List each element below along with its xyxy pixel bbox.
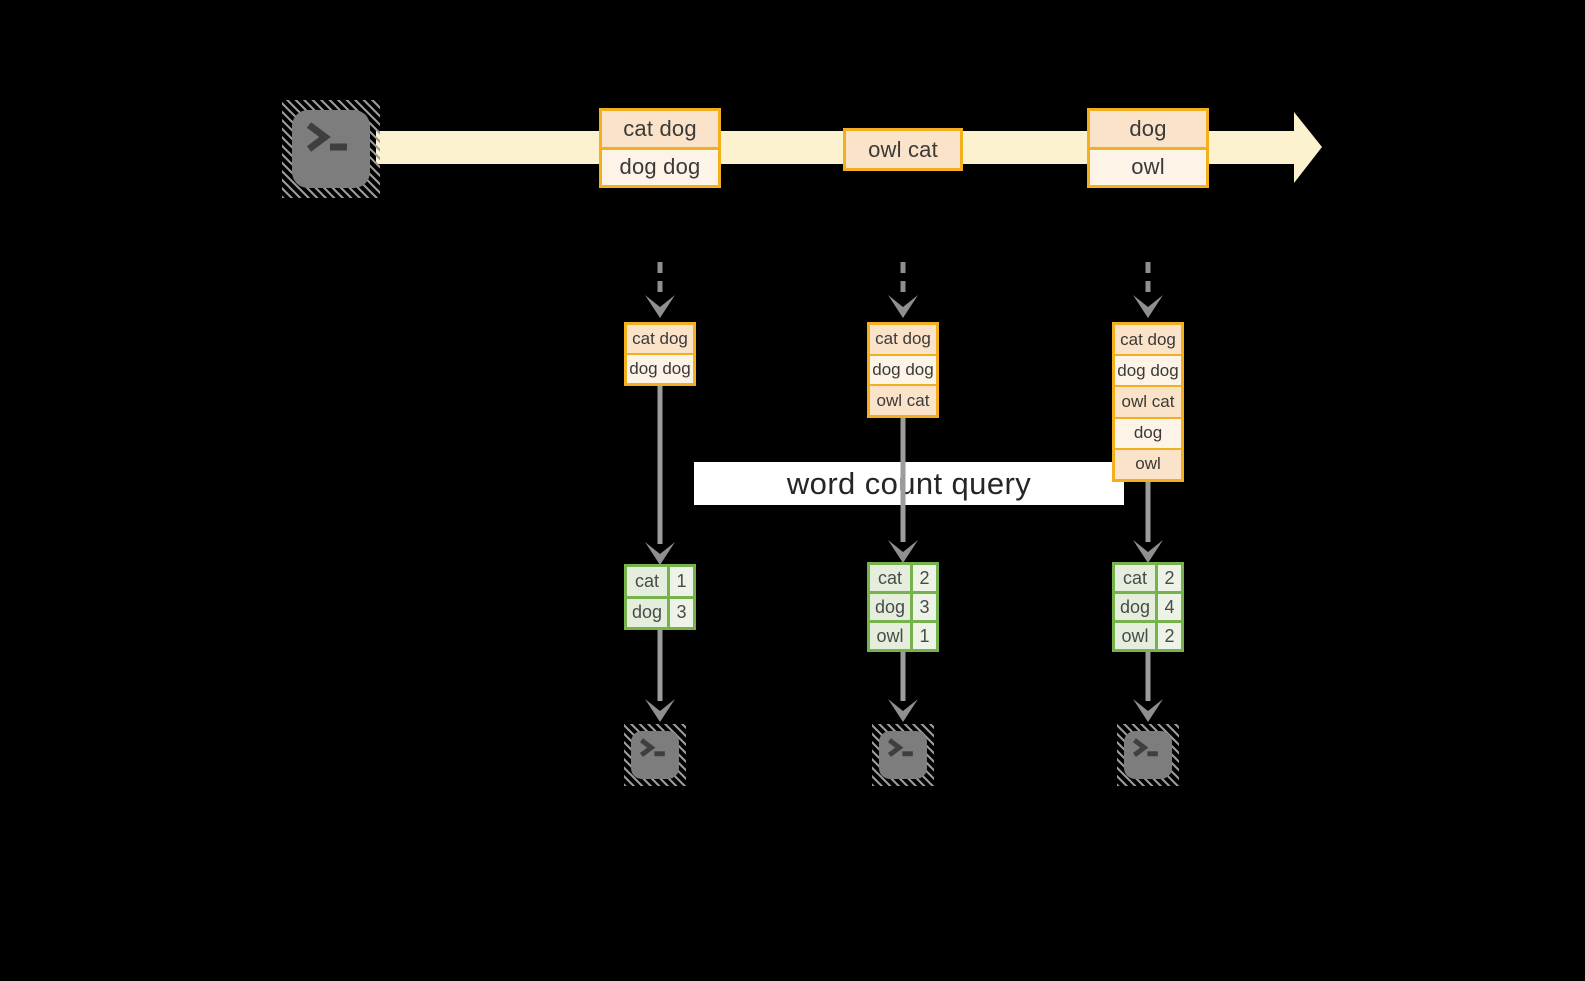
micro-batch-cell: cat dog — [627, 325, 693, 353]
micro-batch-box-3: cat dog dog dog owl cat dog owl — [1112, 322, 1184, 482]
result-count-cell: 2 — [1155, 623, 1181, 649]
stream-message-cell: dog — [1090, 111, 1206, 147]
result-to-sink-arrowhead-icon-2 — [888, 699, 918, 722]
batch-to-result-arrowhead-icon-1 — [645, 542, 675, 565]
batch-to-result-arrowhead-icon-3 — [1133, 540, 1163, 563]
micro-batch-cell: owl — [1115, 447, 1181, 480]
terminal-source-icon — [282, 100, 380, 198]
micro-batch-cell: dog dog — [1115, 354, 1181, 386]
result-word-cell: dog — [870, 594, 910, 620]
table-row: cat 2 — [1115, 565, 1181, 591]
micro-batch-cell: dog dog — [870, 353, 936, 385]
result-count-cell: 1 — [910, 623, 936, 649]
result-count-cell: 2 — [1155, 565, 1181, 591]
result-word-cell: dog — [1115, 594, 1155, 620]
terminal-prompt-icon — [1132, 738, 1158, 757]
stream-message-cell: owl — [1090, 146, 1206, 185]
terminal-sink-icon-2 — [872, 724, 934, 786]
result-word-cell: owl — [1115, 623, 1155, 649]
terminal-prompt-icon — [306, 122, 347, 152]
result-table-3: cat 2 dog 4 owl 2 — [1112, 562, 1184, 652]
query-banner: word count query — [694, 462, 1124, 505]
trigger-arrowhead-icon-3 — [1133, 295, 1163, 318]
result-count-cell: 2 — [910, 565, 936, 591]
terminal-prompt-icon — [887, 738, 913, 757]
terminal-sink-icon-body — [1124, 731, 1172, 779]
result-to-sink-arrowhead-icon-3 — [1133, 699, 1163, 722]
result-word-cell: owl — [870, 623, 910, 649]
result-count-cell: 3 — [910, 594, 936, 620]
micro-batch-cell: owl cat — [870, 384, 936, 416]
stream-message-cell: cat dog — [602, 111, 718, 147]
stream-message-box-2: owl cat — [843, 128, 963, 171]
micro-batch-cell: dog — [1115, 416, 1181, 448]
trigger-arrowhead-icon-2 — [888, 295, 918, 318]
table-row: owl 1 — [870, 620, 936, 649]
table-row: cat 1 — [627, 567, 693, 596]
micro-batch-cell: cat dog — [1115, 325, 1181, 355]
terminal-sink-icon-body — [631, 731, 679, 779]
query-banner-label: word count query — [786, 465, 1032, 501]
stream-message-cell: owl cat — [846, 131, 960, 168]
terminal-sink-icon-body — [879, 731, 927, 779]
table-row: owl 2 — [1115, 620, 1181, 649]
micro-batch-cell: dog dog — [627, 353, 693, 383]
stream-message-box-3: dog owl — [1087, 108, 1209, 188]
stream-band-arrowhead-icon — [1294, 112, 1322, 183]
result-count-cell: 4 — [1155, 594, 1181, 620]
terminal-source-icon-body — [292, 110, 370, 188]
result-table-1: cat 1 dog 3 — [624, 564, 696, 630]
micro-batch-box-1: cat dog dog dog — [624, 322, 696, 386]
result-word-cell: cat — [627, 567, 667, 596]
table-row: dog 3 — [627, 595, 693, 627]
terminal-sink-icon-1 — [624, 724, 686, 786]
result-to-sink-arrowhead-icon-1 — [645, 699, 675, 722]
table-row: cat 2 — [870, 565, 936, 591]
terminal-prompt-icon — [639, 738, 665, 757]
terminal-sink-icon-3 — [1117, 724, 1179, 786]
result-table-2: cat 2 dog 3 owl 1 — [867, 562, 939, 652]
result-word-cell: cat — [870, 565, 910, 591]
table-row: dog 3 — [870, 591, 936, 620]
batch-to-result-arrowhead-icon-2 — [888, 540, 918, 563]
micro-batch-box-2: cat dog dog dog owl cat — [867, 322, 939, 418]
result-count-cell: 1 — [667, 567, 693, 596]
result-word-cell: dog — [627, 598, 667, 627]
result-word-cell: cat — [1115, 565, 1155, 591]
result-count-cell: 3 — [667, 598, 693, 627]
micro-batch-cell: owl cat — [1115, 385, 1181, 417]
table-row: dog 4 — [1115, 591, 1181, 620]
trigger-arrowhead-icon-1 — [645, 295, 675, 318]
micro-batch-cell: cat dog — [870, 325, 936, 354]
stream-message-cell: dog dog — [602, 146, 718, 185]
stream-message-box-1: cat dog dog dog — [599, 108, 721, 188]
